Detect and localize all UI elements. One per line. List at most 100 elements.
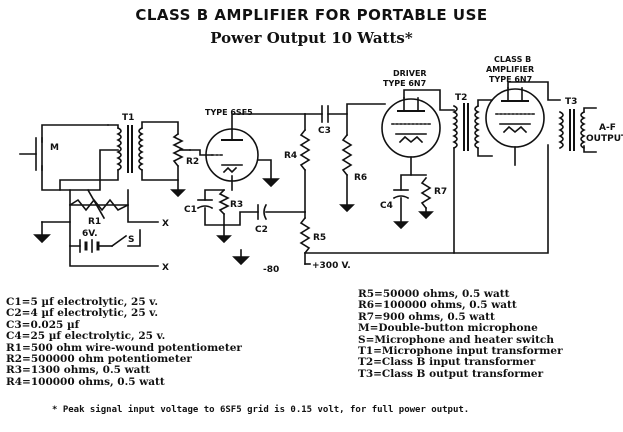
- capacitor-c4-plate-bottom: [392, 195, 410, 200]
- wire-t1-primary-bottom: [59, 169, 119, 191]
- wire-t2-secondary-bottom: [477, 147, 493, 157]
- tube-driver-6n7: [381, 97, 441, 158]
- tube-classb-6n7: [485, 87, 545, 148]
- legend-item: R3=1300 ohms, 0.5 watt: [6, 364, 151, 377]
- wire-t1-secondary-bottom: [141, 165, 179, 181]
- label-x-upper: X: [162, 219, 169, 229]
- resistor-r2: [172, 132, 184, 168]
- label-r4: R4: [284, 151, 297, 161]
- resistor-r1: [68, 198, 130, 212]
- label-t2: T2: [455, 93, 467, 103]
- diagram-subtitle: Power Output 10 Watts*: [210, 29, 413, 47]
- legend-item: T2=Class B input transformer: [358, 356, 536, 369]
- wire-t3-secondary-bottom: [583, 145, 597, 153]
- capacitor-c1-plate-bottom: [196, 205, 214, 210]
- label-r6: R6: [354, 173, 367, 183]
- resistor-r5: [299, 216, 311, 255]
- legend-item: R4=100000 ohms, 0.5 watt: [6, 375, 165, 388]
- label-output-line1: A-F: [599, 123, 616, 133]
- wire-t2-secondary: [477, 99, 493, 107]
- label-tube3-line3: TYPE 6N7: [489, 75, 532, 84]
- capacitor-c2-plate-right: [263, 203, 268, 221]
- component-legend-left: C1=5 µf electrolytic, 25 v. C2=4 µf elec…: [6, 296, 242, 388]
- component-legend-right: R5=50000 ohms, 0.5 watt R6=100000 ohms, …: [358, 288, 563, 380]
- tube-6sf5: [205, 128, 259, 182]
- label-r7: R7: [434, 187, 447, 197]
- wire-c3-to-grid: [327, 103, 386, 115]
- label-c1: C1: [184, 205, 197, 215]
- label-switch: S: [128, 235, 134, 245]
- legend-item: R2=500000 ohm potentiometer: [6, 353, 192, 366]
- wire-c1-top: [204, 189, 225, 201]
- label-m: M: [50, 143, 59, 153]
- label-plus300: +300 V.: [312, 261, 351, 271]
- transformer-t1: [116, 125, 144, 173]
- wire-mic-top: [41, 124, 109, 143]
- wire-r1-loop: [69, 189, 129, 206]
- wire-c1-bottom: [204, 207, 225, 226]
- wire-battery-loop: [69, 221, 81, 247]
- wire-c2-left: [223, 211, 259, 226]
- wire-t1-primary-top: [107, 124, 119, 129]
- wire-t3-secondary-top: [583, 107, 597, 113]
- resistor-r4: [299, 128, 311, 172]
- microphone-symbol: [19, 137, 43, 171]
- transformer-t2: [452, 103, 480, 151]
- legend-item: T3=Class B output transformer: [358, 367, 544, 380]
- legend-item: S=Microphone and heater switch: [358, 333, 554, 346]
- legend-item: C2=4 µf electrolytic, 25 v.: [6, 307, 159, 320]
- switch-s: [110, 234, 128, 248]
- resistor-r7: [420, 176, 432, 210]
- label-tube3-line1: CLASS B: [494, 55, 531, 64]
- wire-heater-bottom: [69, 245, 159, 267]
- legend-item: T1=Microphone input transformer: [358, 345, 563, 358]
- resistor-r3: [218, 188, 230, 216]
- legend-item: R5=50000 ohms, 0.5 watt: [358, 288, 510, 300]
- label-tube1: TYPE 6SF5: [205, 108, 253, 117]
- legend-item: R1=500 ohm wire-wound potentiometer: [6, 341, 242, 354]
- battery-6v: [79, 239, 100, 253]
- label-minus80: -80: [263, 265, 279, 275]
- label-r1: R1: [88, 217, 101, 227]
- wire-classb-plate: [507, 81, 561, 101]
- legend-item: M=Double-button microphone: [358, 322, 538, 335]
- label-tube2-line2: TYPE 6N7: [383, 79, 426, 88]
- legend-item: C3=0.025 µf: [6, 318, 80, 331]
- label-c3: C3: [318, 126, 331, 136]
- wire-heater-x-upper: [127, 204, 159, 223]
- label-tube3-line2: AMPLIFIER: [486, 65, 534, 74]
- wire-mic-bottom: [41, 149, 119, 191]
- wire-r2-to-grid: [189, 149, 213, 156]
- label-t1: T1: [122, 113, 134, 123]
- label-tube2-line1: DRIVER: [393, 69, 427, 78]
- transformer-t3: [558, 109, 586, 151]
- wire-b-plus-rail: [304, 144, 549, 254]
- r1-arrow: [86, 188, 106, 220]
- resistor-r6: [341, 133, 353, 177]
- label-t3: T3: [565, 97, 577, 107]
- label-r5: R5: [313, 233, 326, 243]
- label-r2: R2: [186, 157, 199, 167]
- legend-item: C1=5 µf electrolytic, 25 v.: [6, 296, 159, 308]
- wire-t1-secondary-top: [141, 121, 179, 135]
- wire-driver-cathode: [410, 156, 427, 176]
- label-battery: 6V.: [82, 229, 98, 239]
- label-c2: C2: [255, 225, 268, 235]
- wire-tube1-plate: [231, 113, 306, 130]
- label-x-lower: X: [162, 263, 169, 273]
- label-c4: C4: [380, 201, 393, 211]
- diagram-title: CLASS B AMPLIFIER FOR PORTABLE USE: [135, 6, 488, 24]
- legend-item: R7=900 ohms, 0.5 watt: [358, 310, 495, 323]
- wire-heater-left: [41, 204, 71, 223]
- wire-driver-plate: [403, 89, 455, 111]
- schematic-diagram: T1 M R1 R2 R3 R4 R5 R6 R7 C1 C2 C3 C4 T2…: [19, 55, 623, 275]
- footnote: * Peak signal input voltage to 6SF5 grid…: [52, 405, 470, 415]
- wire-switch-out: [127, 229, 141, 247]
- label-r3: R3: [230, 200, 243, 210]
- legend-item: C4=25 µf electrolytic, 25 v.: [6, 330, 166, 343]
- wire-c4-top: [400, 174, 412, 191]
- wire-tube1-ground: [257, 159, 272, 180]
- legend-item: R6=100000 ohms, 0.5 watt: [358, 299, 517, 312]
